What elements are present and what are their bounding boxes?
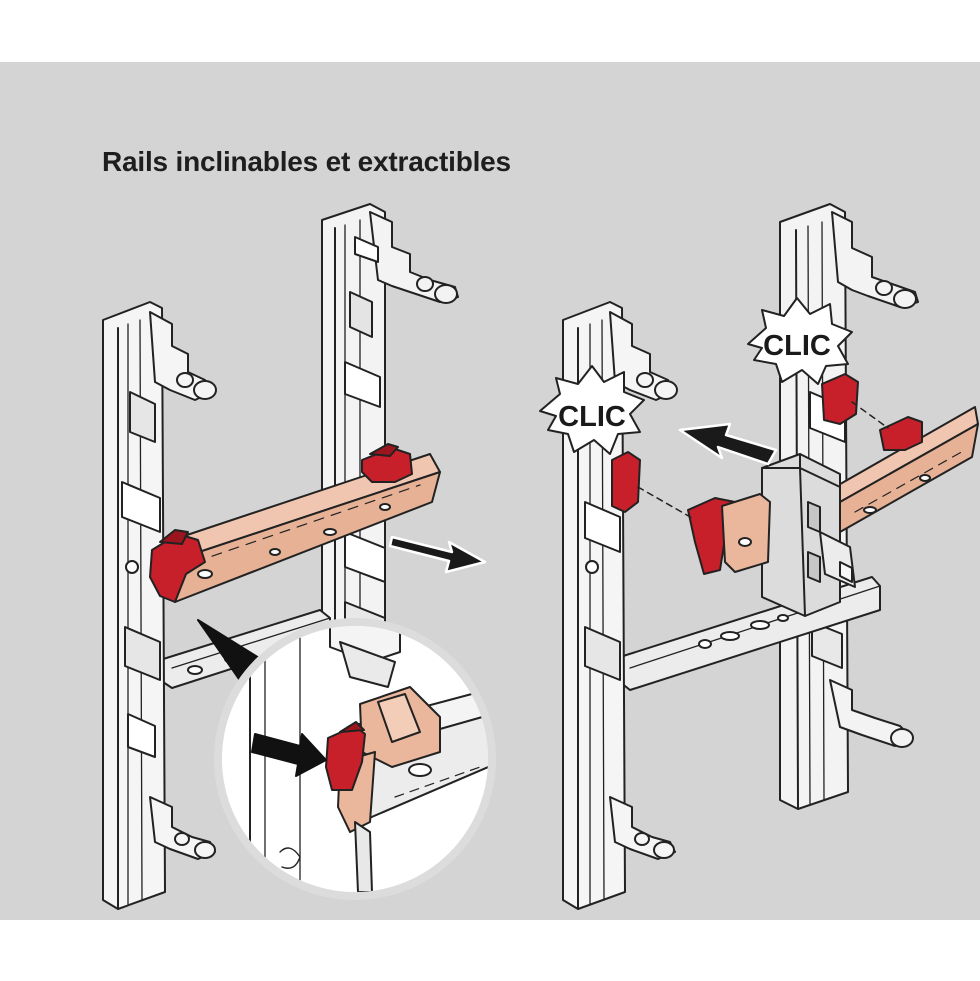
extract-arrow-icon [388, 535, 487, 574]
assembly-illustration: CLIC CLIC [102, 203, 979, 910]
left-front-upright [102, 301, 217, 910]
clic-left-label: CLIC [558, 401, 626, 433]
right-assembly: CLIC CLIC [539, 203, 979, 910]
clic-right-label: CLIC [763, 330, 831, 362]
push-arrow-icon [251, 733, 327, 777]
left-assembly [102, 203, 496, 910]
circuit-breaker-module [761, 453, 856, 617]
clic-burst-icon: CLIC [539, 365, 645, 455]
diagram-title: Rails inclinables et extractibles [102, 146, 511, 177]
illustration-panel: Rails inclinables et extractibles [0, 62, 980, 920]
left-red-clips [149, 443, 413, 603]
insert-arrow-icon [678, 422, 778, 466]
right-red-clips [611, 373, 923, 575]
alignment-guides [637, 401, 889, 519]
clic-burst-icon: CLIC [747, 297, 853, 385]
